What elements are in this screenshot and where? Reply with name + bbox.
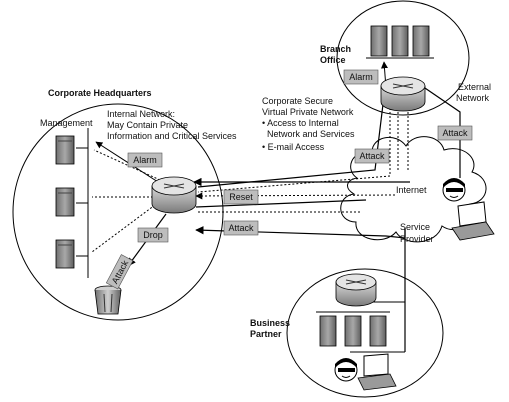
hacker-icon [334, 358, 358, 382]
hacker-icon [442, 178, 466, 202]
router-icon [380, 76, 426, 112]
branch-office-region [336, 0, 470, 116]
external-network-line-2: Network [456, 93, 490, 103]
svg-text:Attack: Attack [442, 128, 468, 138]
tag-drop: Drop [137, 227, 169, 243]
business-partner-region [286, 268, 444, 398]
vpn-line-3: • Access to Internal [262, 118, 339, 128]
router-icon [335, 273, 377, 307]
hq-title: Corporate Headquarters [48, 88, 152, 98]
service-provider-line-2: Provider [400, 234, 434, 244]
vpn-line-5: • E-mail Access [262, 142, 325, 152]
internal-network-line-1: Internal Network: [107, 109, 175, 119]
service-provider-line-1: Service [400, 222, 430, 232]
laptop-icon [357, 353, 397, 391]
tag-attack-trash: Attack [105, 254, 134, 290]
trash-can-icon [94, 285, 122, 315]
svg-text:Alarm: Alarm [133, 155, 157, 165]
tag-attack-provider: Attack [223, 220, 259, 236]
branch-office-line-1: Branch [320, 44, 351, 54]
external-network-line-1: External [458, 82, 491, 92]
vpn-line-2: Virtual Private Network [262, 107, 354, 117]
svg-text:Drop: Drop [143, 230, 163, 240]
management-label: Management [40, 118, 93, 128]
server-icon [316, 311, 390, 347]
internal-network-line-2: May Contain Private [107, 120, 188, 130]
svg-text:Alarm: Alarm [349, 72, 373, 82]
business-partner-line-2: Partner [250, 329, 282, 339]
tag-attack-internet: Attack [354, 148, 390, 164]
server-icon [55, 187, 75, 217]
tag-attack-external: Attack [437, 125, 473, 141]
svg-text:Reset: Reset [229, 192, 253, 202]
tag-reset: Reset [223, 189, 259, 205]
tag-alarm-branch: Alarm [343, 69, 379, 85]
svg-text:Attack: Attack [228, 223, 254, 233]
business-partner-line-1: Business [250, 318, 290, 328]
tag-alarm-hq: Alarm [127, 152, 163, 168]
svg-text:Attack: Attack [359, 151, 385, 161]
router-icon [151, 176, 197, 214]
laptop-icon [451, 201, 495, 241]
vpn-line-4: Network and Services [262, 129, 355, 139]
server-icon [55, 135, 75, 165]
internet-label: Internet [396, 185, 427, 195]
server-icon [55, 239, 75, 269]
branch-office-line-2: Office [320, 55, 346, 65]
server-icon [366, 25, 434, 59]
vpn-line-1: Corporate Secure [262, 96, 333, 106]
internal-network-line-3: Information and Critical Services [107, 131, 237, 141]
